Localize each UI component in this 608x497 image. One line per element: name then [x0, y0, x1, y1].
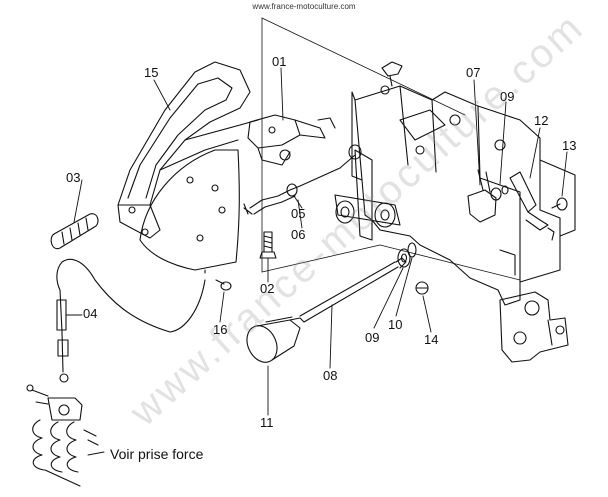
label-07: 07 — [466, 65, 481, 80]
label-10: 10 — [388, 317, 403, 332]
source-url: www.france-motoculture.com — [252, 2, 356, 11]
see-pto-note: Voir prise force — [110, 446, 204, 462]
part-12-13 — [509, 171, 568, 241]
label-02: 02 — [260, 281, 275, 296]
bracket-01 — [247, 114, 336, 166]
label-15: 15 — [144, 65, 159, 80]
label-12: 12 — [534, 113, 549, 128]
label-13: 13 — [562, 138, 577, 153]
label-04: 04 — [83, 306, 98, 321]
label-03: 03 — [66, 170, 81, 185]
grip-03 — [50, 213, 99, 250]
knob-11 — [246, 316, 305, 363]
bolt-02 — [259, 231, 277, 259]
lower-bracket — [499, 291, 569, 363]
rod-05-06 — [243, 144, 362, 215]
lever-assembly — [117, 61, 259, 274]
label-08: 08 — [323, 368, 338, 383]
rod-08 — [299, 257, 407, 323]
label-05: 05 — [291, 206, 306, 221]
label-09-lower: 09 — [365, 330, 380, 345]
label-06: 06 — [291, 227, 306, 242]
label-01: 01 — [272, 54, 287, 69]
guide-lines — [261, 17, 521, 281]
screw-16 — [215, 279, 232, 291]
label-14: 14 — [424, 332, 439, 347]
cable-04 — [56, 258, 206, 383]
label-11: 11 — [260, 415, 274, 430]
nut-07 — [467, 169, 509, 223]
label-16: 16 — [213, 322, 228, 337]
spring-assembly — [26, 384, 99, 487]
washers-nuts — [397, 242, 429, 295]
chassis-plate — [351, 61, 576, 306]
leader-lines — [65, 67, 568, 456]
label-09-upper: 09 — [500, 89, 515, 104]
pivot-shaft — [334, 149, 401, 241]
